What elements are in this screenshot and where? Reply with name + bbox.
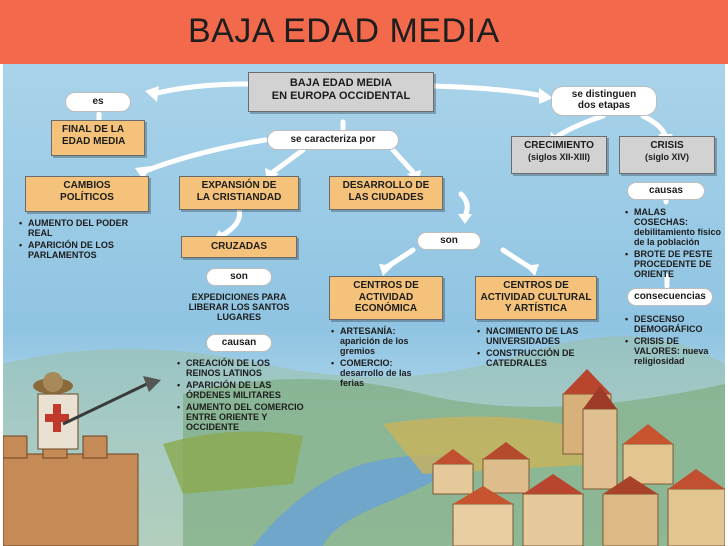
cultural-list: NACIMIENTO DE LAS UNIVERSIDADES CONSTRUC… [477, 326, 601, 370]
crisis-sub: (siglo XIV) [644, 151, 689, 162]
slide-title: BAJA EDAD MEDIA [188, 12, 500, 50]
crecimiento-title: CRECIMIENTO [524, 140, 594, 151]
title-bar [0, 0, 728, 64]
link-causas: causas [627, 182, 705, 200]
cruzadas-list: CREACIÓN DE LOS REINOS LATINOS APARICIÓN… [177, 358, 305, 435]
link-es: es [65, 92, 131, 112]
link-caracteriza: se caracteriza por [267, 130, 399, 150]
root-node: BAJA EDAD MEDIA EN EUROPA OCCIDENTAL [248, 72, 434, 112]
list-item: AUMENTO DEL PODER REAL [19, 218, 143, 238]
centros-economica-node: CENTROS DE ACTIVIDAD ECONÓMICA [329, 276, 443, 320]
cruzadas-node: CRUZADAS [181, 236, 297, 258]
list-item: COMERCIO: desarrollo de las ferias [331, 358, 431, 388]
link-causan: causan [206, 334, 272, 352]
knight-illustration [3, 372, 161, 546]
list-item: BROTE DE PESTE PROCEDENTE DE ORIENTE [625, 249, 721, 279]
crisis-node: CRISIS (siglo XIV) [619, 136, 715, 174]
list-item: DESCENSO DEMOGRÁFICO [625, 314, 723, 334]
cambios-list: AUMENTO DEL PODER REAL APARICIÓN DE LOS … [19, 218, 143, 262]
link-son-cruzadas: son [206, 268, 272, 286]
list-item: APARICIÓN DE LOS PARLAMENTOS [19, 240, 143, 260]
list-item: CRISIS DE VALORES: nueva religiosidad [625, 336, 723, 366]
desarrollo-ciudades-node: DESARROLLO DE LAS CIUDADES [329, 176, 443, 210]
list-item: CREACIÓN DE LOS REINOS LATINOS [177, 358, 305, 378]
expansion-cristiandad-node: EXPANSIÓN DE LA CRISTIANDAD [179, 176, 299, 210]
crecimiento-sub: (siglos XII-XIII) [527, 151, 590, 162]
cambios-politicos-node: CAMBIOS POLÍTICOS [25, 176, 149, 212]
causas-list: MALAS COSECHAS: debilitamiento físico de… [625, 207, 721, 282]
town-illustration [432, 369, 725, 546]
consecuencias-list: DESCENSO DEMOGRÁFICO CRISIS DE VALORES: … [625, 314, 723, 368]
final-edad-media-node: FINAL DE LA EDAD MEDIA [51, 120, 145, 156]
crisis-title: CRISIS [650, 140, 684, 151]
economica-list: ARTESANÍA: aparición de los gremios COME… [331, 326, 431, 390]
list-item: CONSTRUCCIÓN DE CATEDRALES [477, 348, 601, 368]
cruzadas-definition: EXPEDICIONES PARA LIBERAR LOS SANTOS LUG… [188, 292, 290, 323]
list-item: AUMENTO DEL COMERCIO ENTRE ORIENTE Y OCC… [177, 402, 305, 432]
concept-map: BAJA EDAD MEDIA EN EUROPA OCCIDENTAL es … [3, 64, 725, 546]
centros-cultural-node: CENTROS DE ACTIVIDAD CULTURAL Y ARTÍSTIC… [475, 276, 597, 320]
link-distinguen: se distinguen dos etapas [551, 86, 657, 116]
crecimiento-node: CRECIMIENTO (siglos XII-XIII) [511, 136, 607, 174]
list-item: NACIMIENTO DE LAS UNIVERSIDADES [477, 326, 601, 346]
link-consecuencias: consecuencias [627, 288, 713, 306]
link-son-ciudades: son [417, 232, 481, 250]
list-item: MALAS COSECHAS: debilitamiento físico de… [625, 207, 721, 247]
background-scene [3, 81, 725, 546]
list-item: APARICIÓN DE LAS ÓRDENES MILITARES [177, 380, 305, 400]
list-item: ARTESANÍA: aparición de los gremios [331, 326, 431, 356]
